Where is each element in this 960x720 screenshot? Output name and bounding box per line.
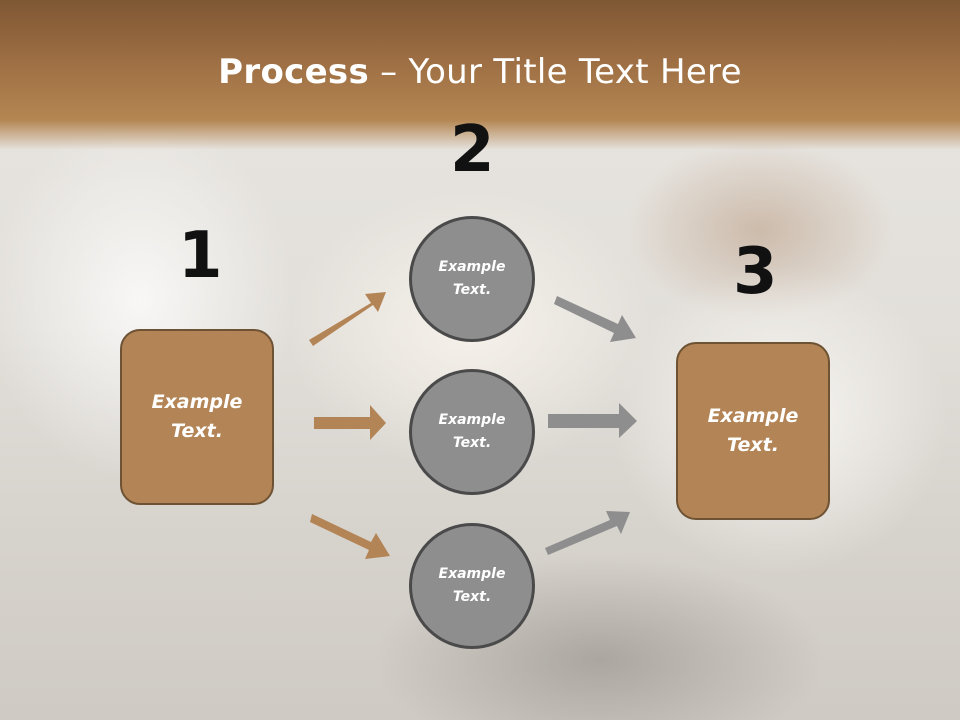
arrow-from-circle-3 [545, 511, 630, 555]
step-number-2: 2 [450, 113, 495, 187]
step-number-1: 1 [178, 219, 223, 293]
slide-title: Process – Your Title Text Here [0, 52, 960, 92]
arrow-to-circle-2 [314, 405, 386, 440]
arrow-from-circle-1 [554, 296, 636, 342]
title-bold: Process [218, 52, 370, 92]
arrow-to-circle-1 [309, 292, 386, 346]
step-number-3: 3 [733, 235, 778, 309]
title-rest: – Your Title Text Here [369, 52, 742, 92]
arrow-from-circle-2 [548, 403, 637, 438]
title-band [0, 0, 960, 150]
arrow-to-circle-3 [310, 514, 390, 559]
